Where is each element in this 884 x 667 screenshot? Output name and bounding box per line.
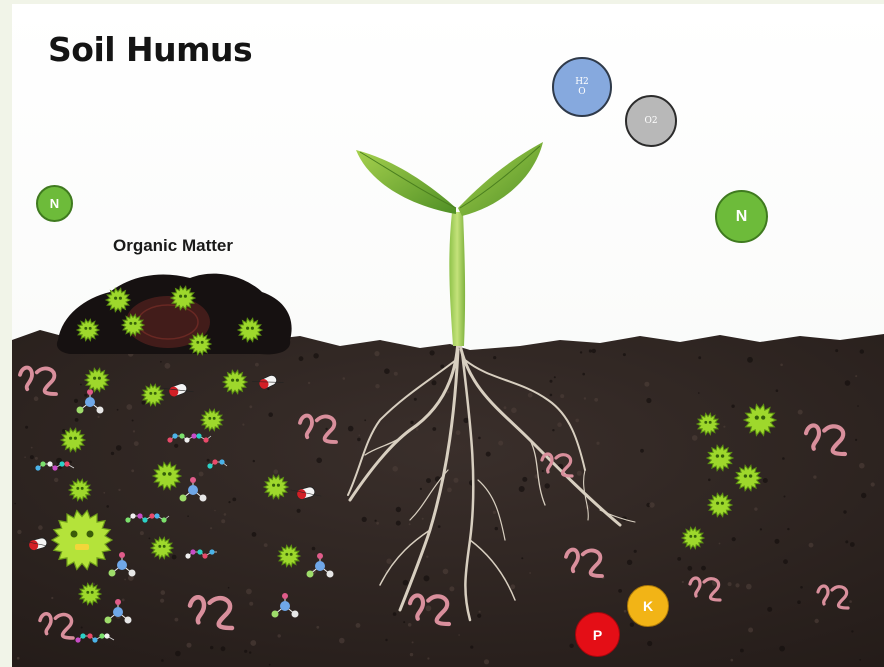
diagram-title: Soil Humus bbox=[48, 30, 252, 69]
oxygen-bubble: O2 bbox=[625, 95, 677, 147]
phosphorus-bubble: P bbox=[575, 612, 620, 657]
water-bubble: H2 O bbox=[552, 57, 612, 117]
nitrogen-bubble-left: N bbox=[36, 185, 73, 222]
potassium-bubble: K bbox=[627, 585, 669, 627]
soil-ground bbox=[12, 330, 884, 667]
nitrogen-bubble-right: N bbox=[715, 190, 768, 243]
organic-matter-label: Organic Matter bbox=[113, 236, 233, 256]
